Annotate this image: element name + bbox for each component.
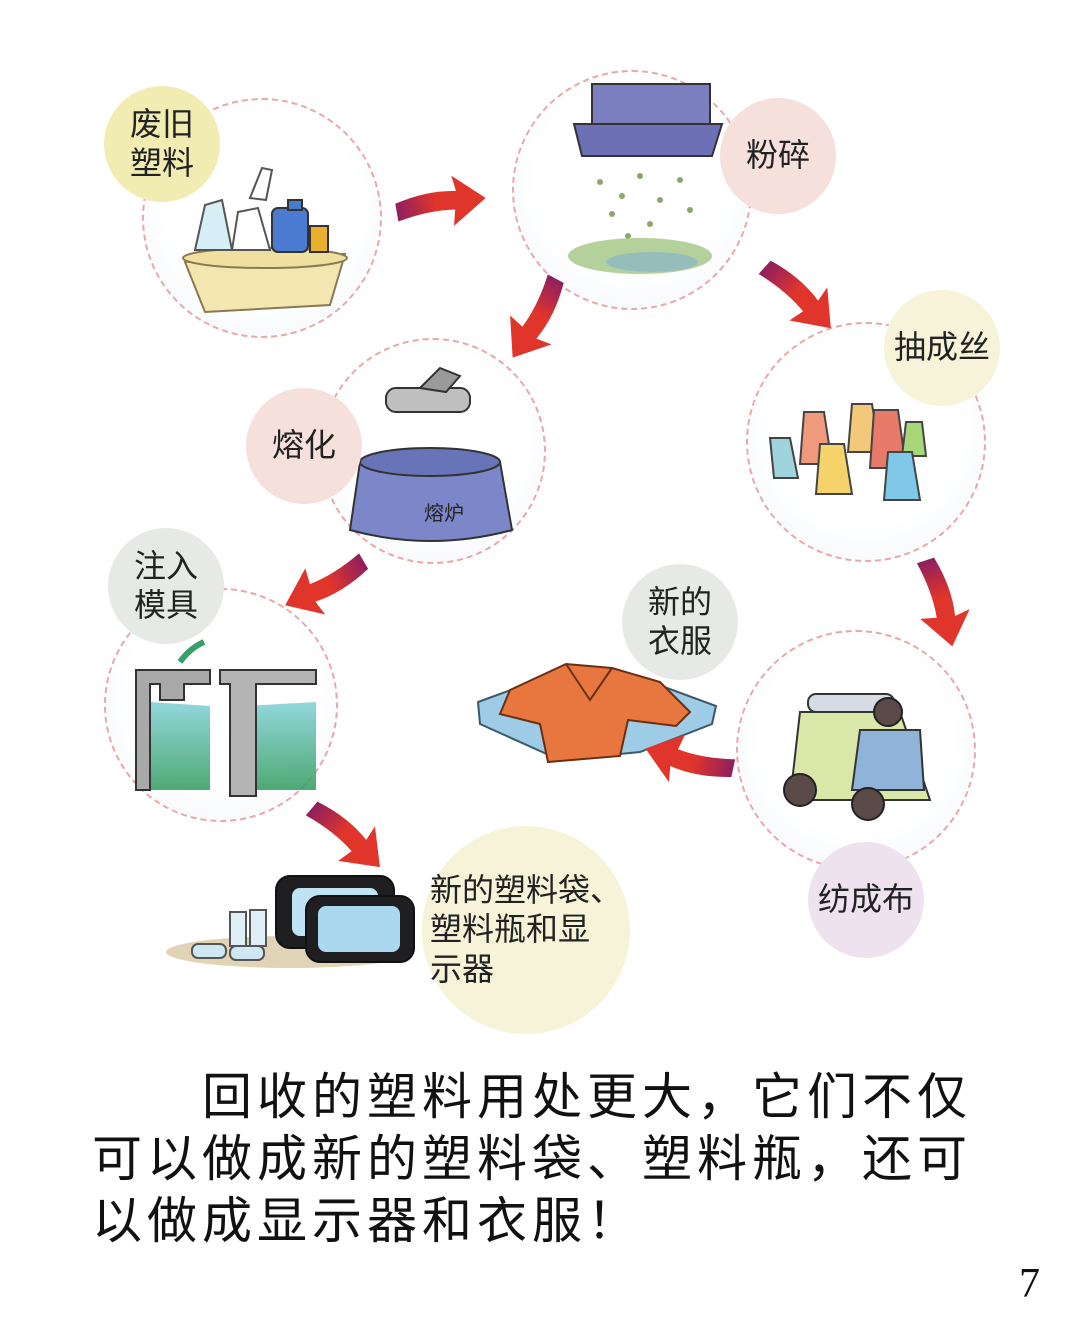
clothes-label: 新的 衣服 — [622, 564, 738, 680]
furnace-label: 熔炉 — [424, 501, 464, 525]
arrow-mold-to-products — [296, 787, 398, 884]
furnace-icon: 熔炉 — [348, 366, 514, 542]
arrow-crush-to-melt — [493, 267, 580, 371]
caption-line-2: 可以做成新的塑料袋、塑料瓶，还可 — [92, 1130, 972, 1188]
crusher-icon — [568, 83, 724, 274]
melt-label: 熔化 — [246, 388, 362, 504]
waste-plastic-text: 废旧 塑料 — [129, 104, 194, 182]
weave-label: 纺成布 — [808, 842, 924, 958]
caption-text: 回收的塑料用处更大，它们不仅 可以做成新的塑料袋、塑料瓶，还可 以做成显示器和衣… — [92, 1066, 1012, 1252]
arrow-crush-to-spin — [749, 247, 850, 345]
products-text: 新的塑料袋、 塑料瓶和显 示器 — [429, 871, 622, 988]
crush-text: 粉碎 — [745, 136, 810, 175]
spin-label: 抽成丝 — [884, 290, 1000, 406]
mold-icon — [135, 639, 317, 797]
arrow-melt-to-mold — [274, 541, 378, 630]
mold-label: 注入 模具 — [108, 528, 224, 644]
monitors-bottles-icon — [166, 875, 415, 968]
products-label: 新的塑料袋、 塑料瓶和显 示器 — [422, 826, 630, 1034]
clothes-icon — [476, 662, 718, 764]
mold-text: 注入 模具 — [133, 546, 198, 624]
melt-text: 熔化 — [271, 426, 336, 465]
waste-plastic-label: 废旧 塑料 — [104, 86, 220, 202]
caption-line-1: 回收的塑料用处更大，它们不仅 — [202, 1068, 972, 1126]
weave-text: 纺成布 — [817, 880, 914, 919]
arrow-spin-to-weave — [903, 552, 979, 654]
plastic-waste-basket-icon — [182, 166, 348, 314]
loom-icon — [783, 693, 932, 821]
page-number: 7 — [1019, 1261, 1040, 1307]
caption-line-3: 以做成显示器和衣服！ — [92, 1192, 642, 1250]
thread-spools-icon — [768, 403, 928, 501]
crush-label: 粉碎 — [720, 98, 836, 214]
spin-text: 抽成丝 — [893, 328, 990, 367]
clothes-text: 新的 衣服 — [647, 582, 712, 660]
arrow-waste-to-crush — [392, 170, 490, 236]
